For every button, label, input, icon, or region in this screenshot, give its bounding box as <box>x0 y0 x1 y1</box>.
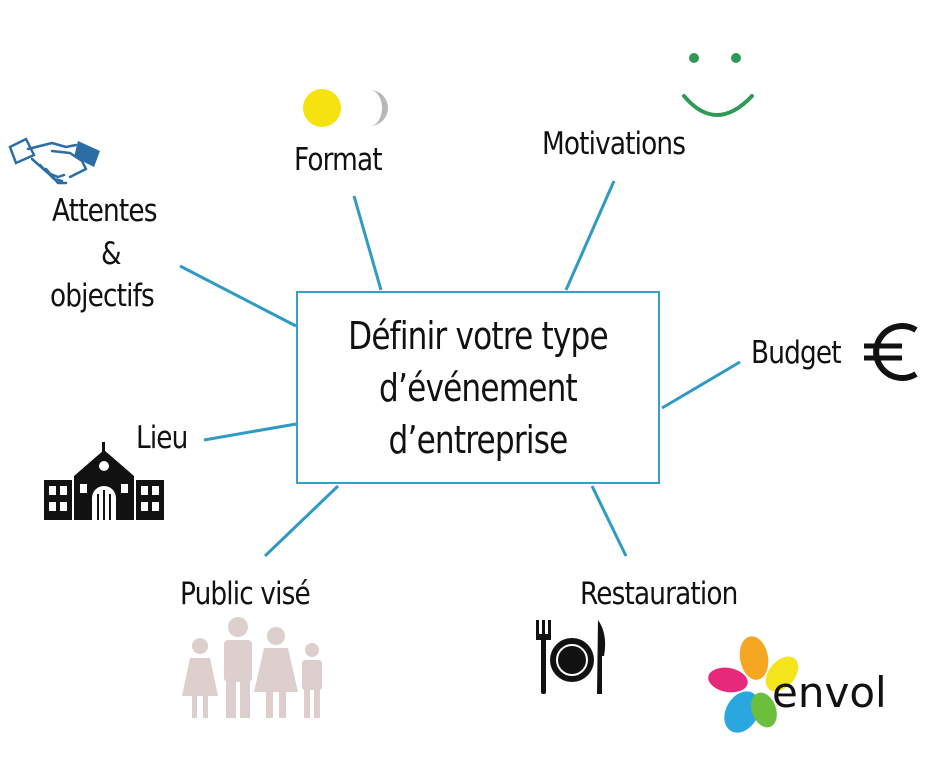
moon-icon <box>370 90 388 126</box>
connector-restauration <box>590 485 628 557</box>
connector-public <box>263 484 340 558</box>
envol-logo-text: envol <box>772 668 887 717</box>
branch-attentes-line1: Attentes <box>52 193 157 229</box>
connector-budget <box>661 360 741 410</box>
branch-format: Format <box>294 142 383 178</box>
central-topic-label: Définir votre type d’événement d’entrepr… <box>348 313 609 462</box>
branch-attentes-line3: objectifs <box>50 278 155 314</box>
central-topic-box: Définir votre type d’événement d’entrepr… <box>296 291 660 484</box>
branch-restauration: Restauration <box>580 576 738 612</box>
smiley-icon <box>682 53 754 117</box>
envol-logo-flower <box>708 636 799 733</box>
connector-attentes <box>179 264 297 328</box>
branch-budget: Budget <box>751 335 842 371</box>
branch-attentes-line2: & <box>101 236 122 272</box>
sun-icon <box>303 89 341 127</box>
branch-motivations: Motivations <box>542 126 686 162</box>
school-building-icon <box>44 442 164 520</box>
branch-public: Public visé <box>180 576 311 612</box>
family-icon <box>182 617 322 718</box>
handshake-icon <box>8 137 100 185</box>
connector-motivations <box>564 180 616 291</box>
connector-lieu <box>203 422 297 442</box>
euro-icon <box>864 323 918 381</box>
plate-cutlery-icon <box>536 620 606 694</box>
sun-moon-icon <box>303 89 388 127</box>
branch-lieu: Lieu <box>136 420 188 456</box>
connector-format <box>352 195 383 291</box>
